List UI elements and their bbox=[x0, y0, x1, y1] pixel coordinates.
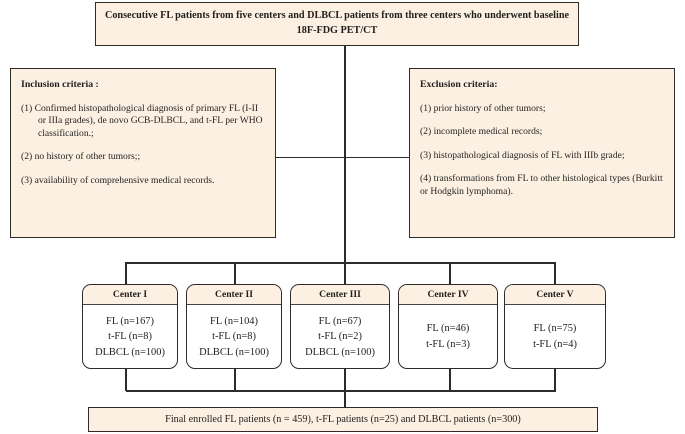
center-2-title: Center II bbox=[187, 285, 281, 305]
center-1-row-dlbcl: DLBCL (n=100) bbox=[95, 346, 165, 358]
inclusion-item-1: (1) Confirmed histopathological diagnosi… bbox=[21, 102, 263, 139]
exclusion-heading: Exclusion criteria: bbox=[420, 79, 498, 90]
final-enrolled-box: Final enrolled FL patients (n = 459), t-… bbox=[88, 407, 598, 432]
center-box-3: Center III FL (n=67) t-FL (n=2) DLBCL (n… bbox=[290, 284, 390, 369]
center-3-title: Center III bbox=[291, 285, 389, 305]
title-box: Consecutive FL patients from five center… bbox=[95, 2, 579, 46]
center-3-row-tfl: t-FL (n=2) bbox=[318, 331, 362, 343]
center-4-row-fl: FL (n=46) bbox=[426, 323, 470, 335]
center-box-4: Center IV FL (n=46) t-FL (n=3) bbox=[398, 284, 498, 369]
center-4-title: Center IV bbox=[399, 285, 497, 305]
connector-drop-center-5 bbox=[554, 262, 556, 284]
connector-final-stem bbox=[344, 390, 346, 408]
center-box-1: Center I FL (n=167) t-FL (n=8) DLBCL (n=… bbox=[82, 284, 178, 369]
center-3-row-dlbcl: DLBCL (n=100) bbox=[305, 346, 375, 358]
inclusion-item-3: (3) availability of comprehensive medica… bbox=[21, 174, 215, 186]
inclusion-criteria-box: Inclusion criteria : (1) Confirmed histo… bbox=[10, 68, 276, 238]
connector-riser-center-3 bbox=[344, 369, 346, 391]
connector-crossbar bbox=[275, 156, 410, 159]
center-3-body: FL (n=67) t-FL (n=2) DLBCL (n=100) bbox=[291, 305, 389, 368]
center-1-row-tfl: t-FL (n=8) bbox=[108, 331, 152, 343]
center-4-body: FL (n=46) t-FL (n=3) bbox=[399, 305, 497, 368]
inclusion-heading: Inclusion criteria : bbox=[21, 79, 99, 90]
connector-riser-center-2 bbox=[234, 369, 236, 391]
connector-riser-center-1 bbox=[125, 369, 127, 391]
connector-drop-center-3 bbox=[344, 262, 346, 284]
center-3-row-fl: FL (n=67) bbox=[318, 315, 362, 327]
connector-collection-bar bbox=[126, 390, 556, 392]
connector-distribution-bar bbox=[126, 262, 556, 264]
center-5-row-fl: FL (n=75) bbox=[533, 323, 577, 335]
center-2-row-tfl: t-FL (n=8) bbox=[212, 331, 256, 343]
center-5-body: FL (n=75) t-FL (n=4) bbox=[505, 305, 605, 368]
exclusion-item-3: (3) histopathological diagnosis of FL wi… bbox=[420, 149, 625, 161]
center-2-body: FL (n=104) t-FL (n=8) DLBCL (n=100) bbox=[187, 305, 281, 368]
center-1-body: FL (n=167) t-FL (n=8) DLBCL (n=100) bbox=[83, 305, 177, 368]
exclusion-item-2: (2) incomplete medical records; bbox=[420, 126, 543, 138]
connector-riser-center-5 bbox=[554, 369, 556, 391]
center-2-row-dlbcl: DLBCL (n=100) bbox=[199, 346, 269, 358]
center-1-row-fl: FL (n=167) bbox=[106, 315, 154, 327]
exclusion-item-4: (4) transformations from FL to other his… bbox=[420, 173, 663, 197]
center-box-5: Center V FL (n=75) t-FL (n=4) bbox=[504, 284, 606, 369]
connector-drop-center-4 bbox=[449, 262, 451, 284]
exclusion-item-1: (1) prior history of other tumors; bbox=[420, 102, 546, 114]
inclusion-item-2: (2) no history of other tumors;; bbox=[21, 151, 141, 163]
center-5-row-tfl: t-FL (n=4) bbox=[533, 339, 577, 350]
connector-riser-center-4 bbox=[449, 369, 451, 391]
center-5-title: Center V bbox=[505, 285, 605, 305]
connector-drop-center-1 bbox=[125, 262, 127, 284]
connector-main-stem bbox=[344, 45, 346, 263]
exclusion-criteria-box: Exclusion criteria: (1) prior history of… bbox=[409, 68, 675, 238]
connector-drop-center-2 bbox=[234, 262, 236, 284]
center-2-row-fl: FL (n=104) bbox=[210, 315, 258, 327]
center-box-2: Center II FL (n=104) t-FL (n=8) DLBCL (n… bbox=[186, 284, 282, 369]
center-4-row-tfl: t-FL (n=3) bbox=[426, 339, 470, 350]
center-1-title: Center I bbox=[83, 285, 177, 305]
